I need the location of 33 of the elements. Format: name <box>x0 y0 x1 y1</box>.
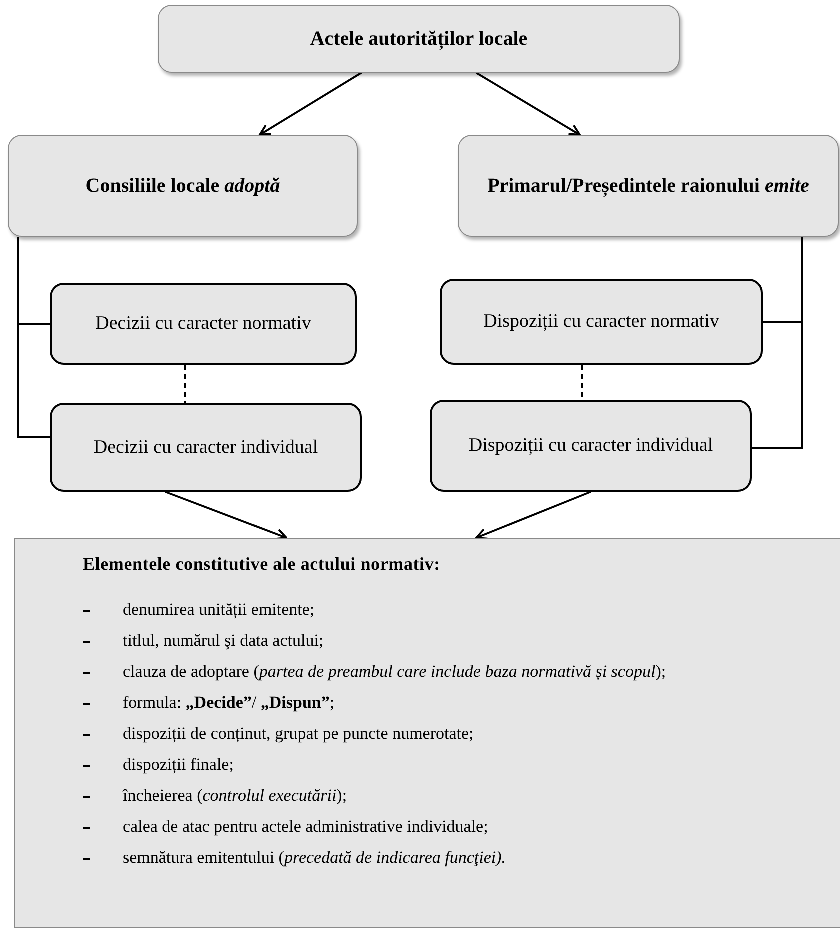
list-item: clauza de adoptare (partea de preambul care include baza normativă și scopul); <box>123 661 666 683</box>
connector-line <box>17 237 50 438</box>
process-box <box>50 283 357 365</box>
arrow <box>165 491 288 540</box>
list-item: formula: „Decide”/ „Dispun”; <box>123 692 335 714</box>
box-text: Decizii cu caracter normativ <box>96 312 312 336</box>
heading-box <box>458 135 839 237</box>
list-panel <box>14 538 840 928</box>
heading-box <box>8 135 358 237</box>
box-text: Dispoziții cu caracter individual <box>468 434 714 458</box>
box-text: Consiliile locale adoptă <box>86 174 280 199</box>
connector-line <box>752 237 803 449</box>
arrow <box>476 72 581 136</box>
list-item: calea de atac pentru actele administrative individuale; <box>123 816 488 838</box>
dashed-connector <box>184 365 186 403</box>
box-text: Decizii cu caracter individual <box>94 436 318 460</box>
dashed-connector <box>581 365 584 400</box>
panel-heading: Elementele constitutive ale actului normativ: <box>83 553 442 576</box>
process-box <box>440 279 763 365</box>
list-item: dispoziții de conținut, grupat pe puncte numerotate; <box>123 723 474 745</box>
list-item: semnătura emitentului (precedată de indicarea funcţiei). <box>123 847 506 869</box>
box-text: Actele autorităților locale <box>310 27 528 52</box>
box-text: Primarul/Președintele raionului emite <box>488 174 810 199</box>
arrow <box>259 72 362 136</box>
list-item: încheierea (controlul executării); <box>123 785 348 807</box>
arrow <box>476 491 592 540</box>
list-item: titlul, numărul şi data actului; <box>123 630 324 652</box>
box-text: Dispoziții cu caracter normativ <box>484 310 720 334</box>
process-box <box>50 403 362 492</box>
process-box <box>430 400 752 492</box>
list-item: denumirea unității emitente; <box>123 599 315 621</box>
list-item: dispoziții finale; <box>123 754 234 776</box>
heading-box <box>158 5 680 73</box>
